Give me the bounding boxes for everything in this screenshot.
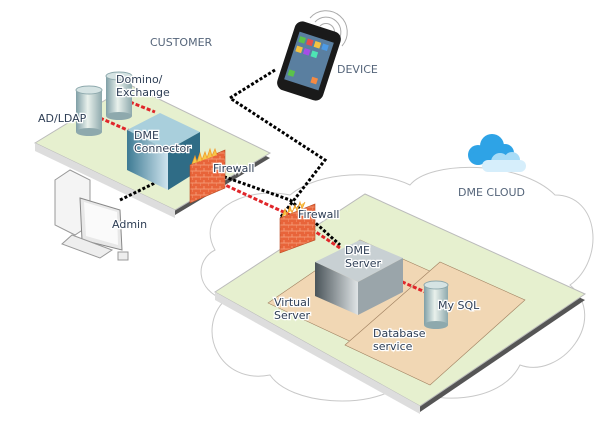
connector-label-line1: DME: [134, 129, 159, 142]
database-service-label-line1: Database: [373, 327, 426, 340]
server-label-line1: DME: [345, 244, 370, 257]
virtual-server-label-line1: Virtual: [274, 296, 310, 309]
customer-label: CUSTOMER: [150, 36, 213, 49]
cloud-outline: [200, 166, 594, 402]
cloud-firewall-icon: [279, 200, 316, 254]
domino-exchange-database-icon: [105, 71, 133, 120]
dme-server-box-icon: [315, 240, 403, 315]
mobile-device-icon: [277, 10, 348, 101]
admin-label: Admin: [112, 218, 147, 231]
customer-firewall-icon: [189, 147, 226, 204]
cloud-icon: [468, 134, 526, 172]
domino-label-line2: Exchange: [116, 86, 170, 99]
domino-label-line1: Domino/: [116, 73, 163, 86]
virtual-server-label-line2: Server: [274, 309, 311, 322]
admin-computer-icon: [54, 169, 129, 261]
connector-label-line2: Connector: [134, 142, 191, 155]
ad-ldap-database-icon: [75, 85, 103, 136]
cloud-firewall-label: Firewall: [298, 208, 339, 221]
cloud-label: DME CLOUD: [458, 186, 525, 199]
dme-connector-box-icon: [127, 113, 200, 190]
database-service-label-line2: service: [373, 340, 413, 353]
customer-firewall-label: Firewall: [213, 162, 254, 175]
mysql-database-icon: [423, 280, 449, 329]
device-label: DEVICE: [337, 63, 378, 76]
mysql-label: My SQL: [438, 299, 480, 312]
server-label-line2: Server: [345, 257, 382, 270]
ad-ldap-label: AD/LDAP: [38, 112, 87, 125]
cloud-platform: [214, 193, 587, 414]
